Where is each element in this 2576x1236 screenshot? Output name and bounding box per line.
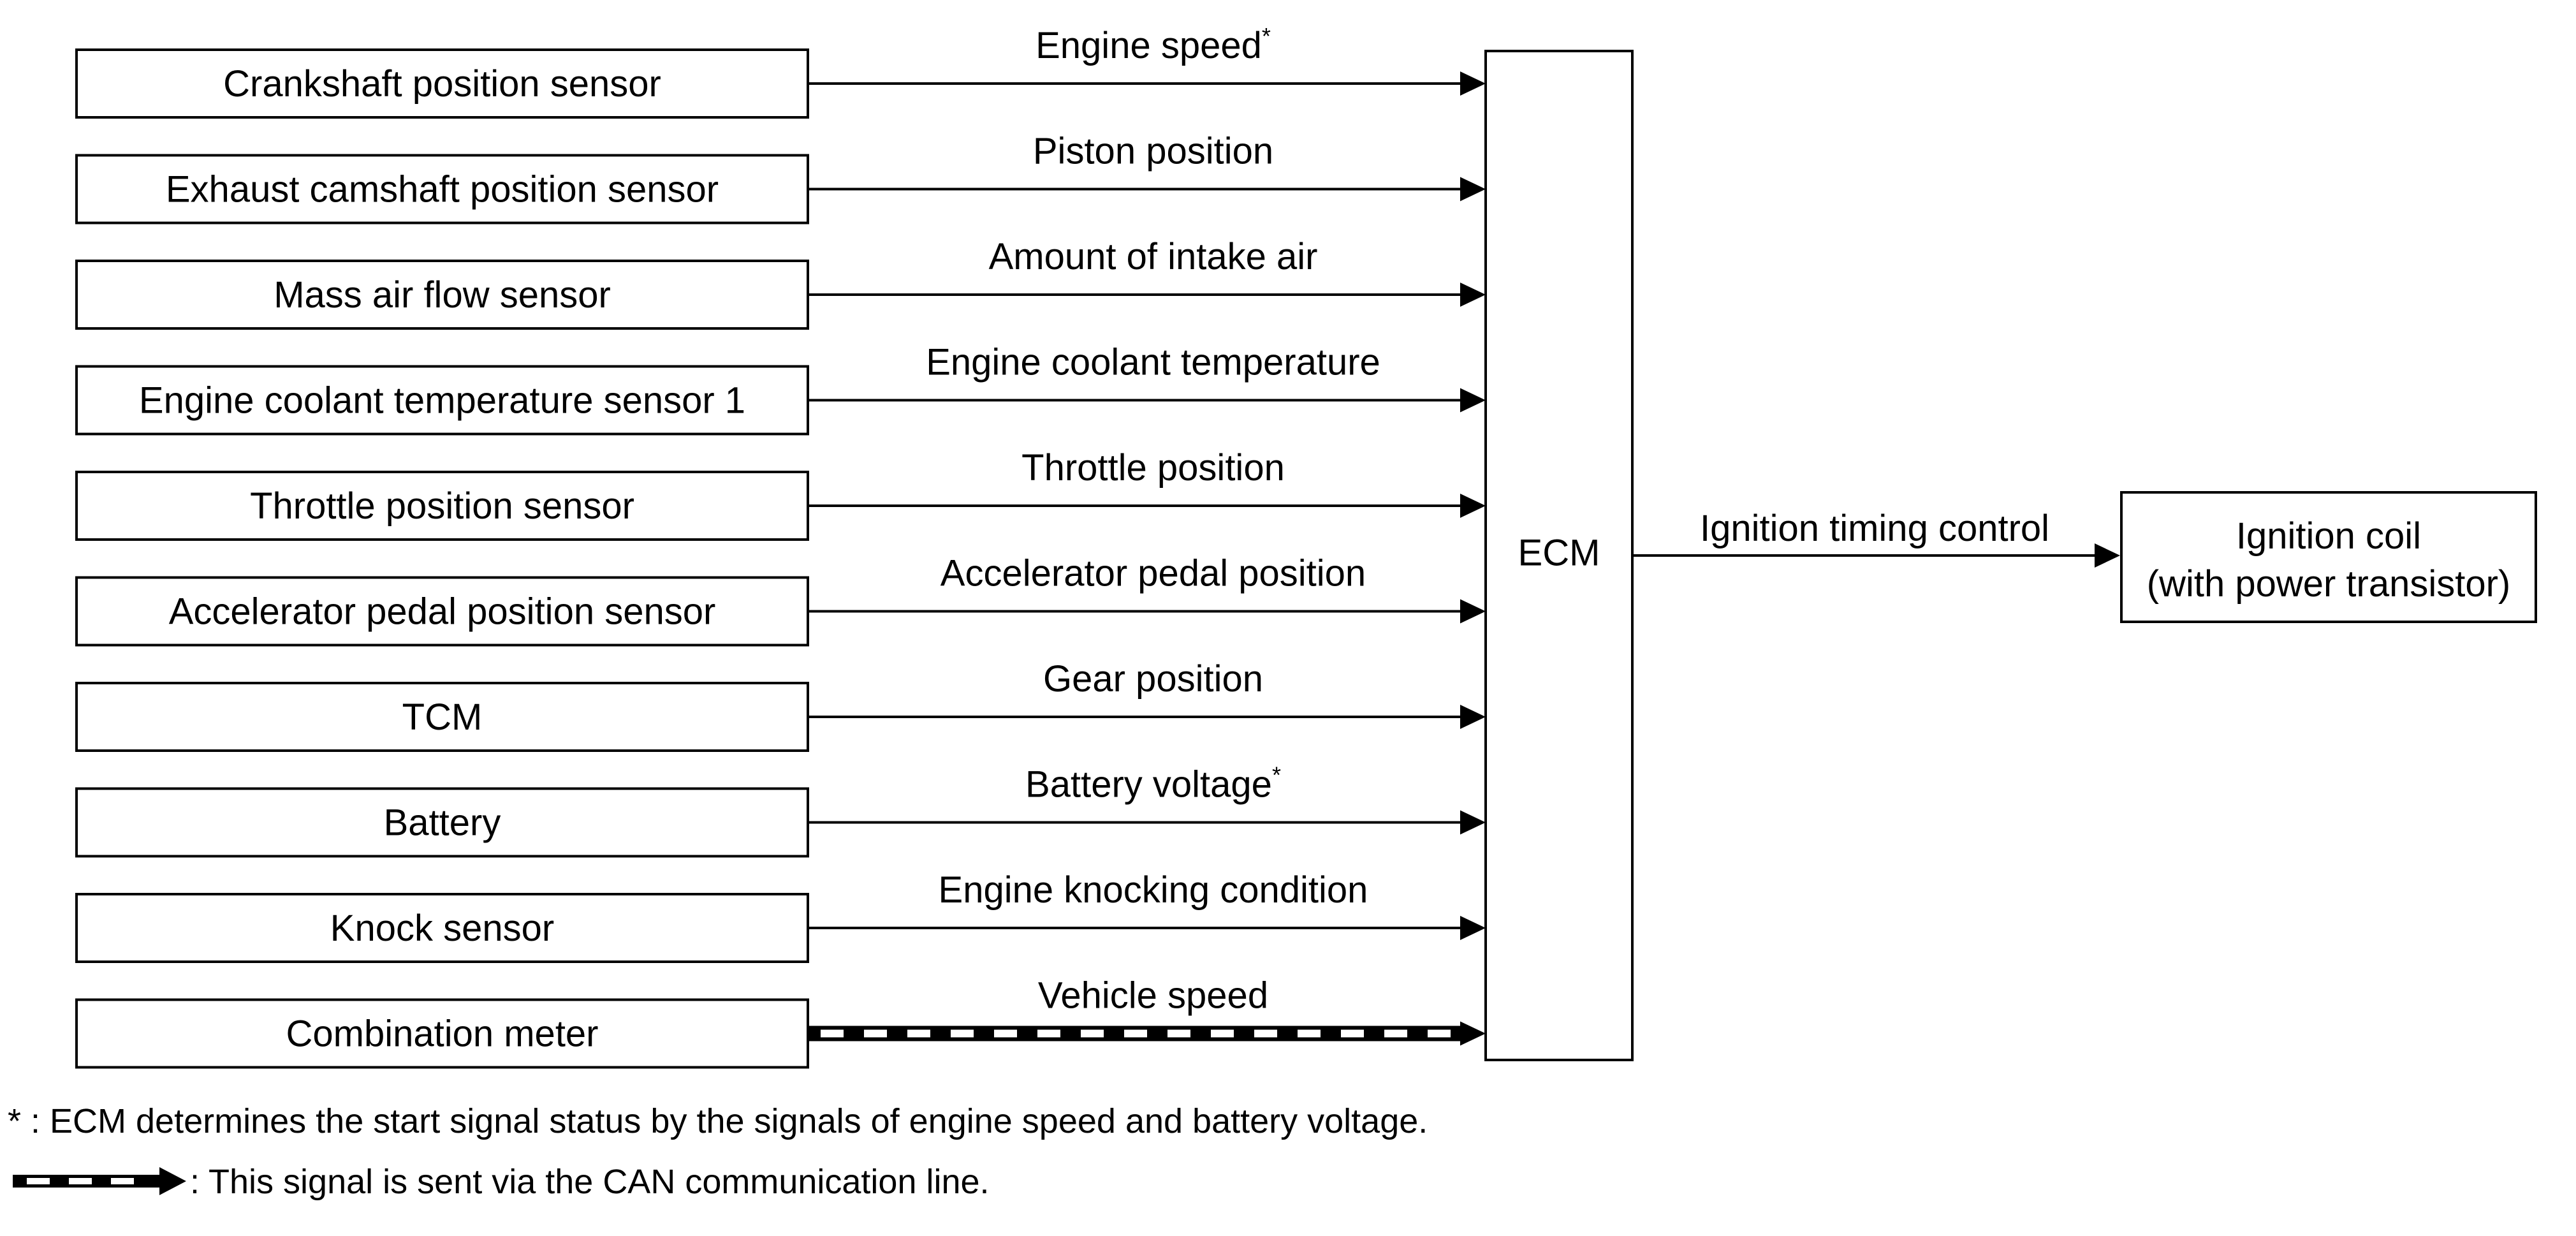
input-row: Crankshaft position sensor Engine speed* [75,23,1486,119]
can-legend-symbol [13,1167,186,1195]
input-row: Mass air flow sensor Amount of intake air [75,236,1486,330]
signal-arrowhead [1460,388,1486,413]
sensor-label: Mass air flow sensor [274,274,611,316]
input-row: Battery Battery voltage* [75,762,1486,858]
can-dash [1211,1029,1234,1038]
signal-footnote-mark: * [1262,23,1271,49]
sensor-label: Battery [384,802,501,844]
sensor-label: Throttle position sensor [250,485,634,527]
signal-arrowhead [1460,810,1486,835]
signal-text: Accelerator pedal position [940,553,1366,594]
signal-text: Vehicle speed [1038,975,1268,1017]
can-dash [1124,1029,1147,1038]
input-row: Engine coolant temperature sensor 1 Engin… [75,342,1486,436]
signal-text: Engine knocking condition [939,869,1368,911]
can-dash [994,1029,1017,1038]
signal-label: Piston position [1033,131,1273,172]
input-row: Accelerator pedal position sensor Acceler… [75,553,1486,647]
can-dash [1081,1029,1104,1038]
signal-label: Gear position [1043,658,1263,700]
signal-arrowhead [1460,71,1486,96]
signal-label: Amount of intake air [989,236,1318,277]
signal-arrowhead [1460,599,1486,624]
input-row: TCM Gear position [75,658,1486,752]
signal-arrowhead [1460,1021,1486,1046]
sensor-label: Engine coolant temperature sensor 1 [139,380,745,422]
ignition-coil-label-line2: (with power transistor) [2147,563,2510,605]
signal-text: Gear position [1043,658,1263,700]
signal-arrowhead [1460,916,1486,940]
signal-arrowhead [1460,283,1486,307]
ecm-box [1484,50,1634,1061]
ignition-coil-box [2120,491,2537,623]
can-dash [1428,1029,1451,1038]
signal-text: Amount of intake air [989,236,1318,277]
signal-label: Vehicle speed [1038,975,1268,1017]
sensor-box [75,365,809,436]
can-dash [1341,1029,1364,1038]
input-row: Combination meter Vehicle speed [75,975,1486,1069]
can-dash [951,1029,974,1038]
input-row: Throttle position sensor Throttle positio… [75,447,1486,541]
signal-label: Accelerator pedal position [940,553,1366,594]
signal-label: Engine speed* [1036,23,1271,66]
can-dash [1037,1029,1060,1038]
signal-label: Engine knocking condition [939,869,1368,911]
can-dash [1167,1029,1190,1038]
signal-arrowhead [1460,177,1486,202]
ignition-coil-label-line1: Ignition coil [2236,515,2421,557]
signal-text: Battery voltage [1025,764,1272,806]
input-row: Exhaust camshaft position sensor Piston p… [75,131,1486,224]
sensor-box [75,260,809,330]
can-dash [1298,1029,1321,1038]
signal-text: Engine coolant temperature [926,342,1380,383]
signal-arrowhead [1460,705,1486,729]
sensor-label: Exhaust camshaft position sensor [166,169,719,210]
signal-footnote-mark: * [1272,762,1281,788]
can-dash [1384,1029,1407,1038]
output-signal-label: Ignition timing control [1700,508,2049,549]
ecm-label: ECM [1518,532,1600,573]
sensor-box [75,48,809,119]
signal-label: Battery voltage* [1025,762,1281,806]
signal-text: Engine speed [1036,25,1262,66]
input-row: Knock sensor Engine knocking condition [75,869,1486,963]
can-dash [907,1029,930,1038]
can-note: : This signal is sent via the CAN commun… [190,1163,990,1201]
sensor-box [75,682,809,752]
can-dash [821,1029,844,1038]
output-arrowhead [2095,543,2120,568]
sensor-box [75,998,809,1069]
asterisk-note: * : ECM determines the start signal stat… [8,1102,1428,1140]
sensor-label: Knock sensor [330,908,554,949]
sensor-box [75,893,809,963]
signal-arrowhead [1460,494,1486,518]
signal-text: Piston position [1033,131,1273,172]
signal-label: Throttle position [1021,447,1285,489]
sensor-label: Accelerator pedal position sensor [169,591,716,633]
sensor-label: TCM [402,696,483,738]
sensor-label: Combination meter [286,1013,599,1055]
can-dash [1254,1029,1277,1038]
signal-label: Engine coolant temperature [926,342,1380,383]
sensor-label: Crankshaft position sensor [223,63,661,105]
signal-text: Throttle position [1021,447,1285,489]
can-dash [864,1029,887,1038]
sensor-box [75,154,809,224]
